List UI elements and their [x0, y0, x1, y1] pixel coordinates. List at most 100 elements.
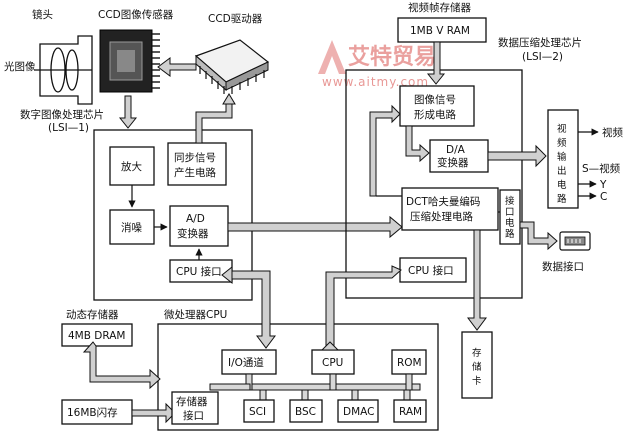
vo-char-2: 频: [557, 137, 567, 149]
dct-compression-block: [401, 187, 499, 231]
dynamic-memory-label: 动态存储器: [66, 308, 119, 321]
flash-block: [61, 399, 133, 425]
dct-label-line1: DCT哈夫曼编码: [406, 195, 480, 208]
dmac-block: [337, 399, 379, 423]
sc-char-3: 卡: [472, 375, 482, 387]
vo-char-3: 输: [557, 151, 567, 163]
image-signal-block: [399, 85, 475, 127]
da-to-video-arrow: [487, 144, 547, 168]
iface-char-2: 口: [505, 207, 515, 218]
ad-label-line1: A/D: [186, 213, 205, 225]
storage-card-block: [461, 331, 493, 399]
dct-to-imgsig-arrow: [369, 104, 401, 197]
driver-to-sensor-arrow: [157, 57, 197, 77]
lens-label: 镜头: [32, 8, 53, 21]
iface-char-3: 电: [505, 217, 515, 229]
sensor-to-amp-arrow: [118, 95, 138, 129]
flash-memif-arrow: [131, 402, 176, 424]
ram-block: [393, 399, 427, 423]
storage-card-label: 存 储 卡: [472, 347, 485, 387]
dsp-chip-label-line2: (LSI—1): [48, 122, 89, 134]
rom-block: [391, 349, 427, 375]
denoise-label: 消噪: [121, 221, 142, 234]
watermark: 艾特贸易 www.aitmy.com: [318, 40, 436, 89]
y-out-label: Y: [599, 179, 607, 191]
dct-to-storage-arrow: [467, 229, 487, 331]
sync-gen-block: [167, 142, 227, 186]
vram-label: 1MB V RAM: [410, 25, 470, 37]
sync-label-line2: 产生电路: [174, 166, 216, 179]
imgsig-label-line1: 图像信号: [414, 94, 456, 106]
interface-circuit-block: [499, 189, 521, 245]
s-video-label: S—视频: [582, 162, 621, 175]
amp-label: 放大: [121, 160, 142, 173]
memory-interface-block: [171, 391, 219, 425]
da-label-line1: D/A: [446, 144, 466, 156]
vram-to-imgsig-arrow: [426, 41, 446, 85]
cpu-cpuif-right-arrow: [325, 265, 402, 351]
vo-char-6: 路: [557, 193, 567, 205]
ad-converter-block: [169, 205, 229, 247]
compress-chip-label-line2: (LSI—2): [522, 51, 563, 63]
iface-char-1: 接: [505, 195, 515, 207]
usb-port-icon: [559, 231, 591, 251]
lsi1-region: [93, 129, 253, 301]
watermark-logo: [318, 40, 346, 74]
video-output-label: 视 频 输 出 电 路: [557, 123, 570, 205]
ram-label: RAM: [399, 406, 422, 418]
dsp-chip-label-line1: 数字图像处理芯片: [20, 108, 104, 121]
sync-to-driver-arrow: [195, 103, 233, 144]
memif-label-line2: 接口: [183, 409, 204, 422]
cpu-core-label: CPU: [322, 357, 343, 369]
lens-icon: [34, 35, 93, 105]
denoise-block: [109, 209, 155, 245]
dmac-label: DMAC: [343, 406, 374, 418]
bsc-block: [289, 399, 323, 423]
dct-label-line2: 压缩处理电路: [410, 210, 473, 223]
cpu-interface-right-block: [399, 257, 467, 283]
dram-block: [61, 323, 133, 347]
sc-char-1: 存: [472, 347, 482, 359]
optical-image-label: 光图像: [4, 60, 36, 73]
sci-label: SCI: [249, 406, 266, 418]
io-label: I/O通道: [228, 356, 264, 369]
ad-label-line2: 变换器: [177, 227, 209, 240]
ccd-sensor-label: CCD图像传感器: [98, 8, 174, 21]
watermark-brand: 艾特贸易: [348, 44, 436, 70]
bsc-label: BSC: [295, 406, 316, 418]
video-out-label: 视频: [602, 126, 623, 139]
ccd-driver-label: CCD驱动器: [208, 13, 263, 25]
c-out-label: C: [600, 191, 607, 203]
iface-label: 接 口 电 路: [505, 195, 518, 240]
da-converter-block: [429, 139, 489, 173]
vo-char-5: 电: [557, 179, 567, 191]
cpu-if-right-label: CPU 接口: [408, 264, 454, 277]
dram-cpu-arrow: [82, 341, 161, 390]
sci-block: [243, 399, 275, 423]
vo-char-1: 视: [557, 123, 567, 135]
imgsig-label-line2: 形成电路: [414, 108, 456, 121]
rom-label: ROM: [397, 357, 422, 369]
video-frame-memory-label: 视频帧存储器: [408, 1, 471, 14]
da-label-line2: 变换器: [437, 156, 469, 169]
ccd-sensor-icon: [99, 29, 160, 93]
vo-char-4: 出: [557, 165, 567, 177]
iface-char-4: 路: [505, 228, 515, 240]
amp-block: [109, 146, 155, 186]
cpu-if-left-label: CPU 接口: [176, 265, 222, 278]
ad-to-dct-arrow: [227, 215, 403, 239]
imgsig-to-da-arrow: [405, 125, 430, 163]
iface-to-dataport-arrow: [519, 221, 558, 251]
sc-char-2: 储: [472, 361, 482, 373]
compress-chip-label-line1: 数据压缩处理芯片: [498, 36, 582, 49]
io-channel-block: [221, 349, 277, 375]
sync-label-line1: 同步信号: [174, 152, 216, 164]
flash-label: 16MB闪存: [67, 406, 118, 419]
cpu-core-block: [311, 349, 355, 375]
video-output-block: [547, 109, 579, 209]
memif-label-line1: 存储器: [176, 395, 208, 408]
vram-block: [397, 17, 487, 43]
data-port-label: 数据接口: [542, 260, 584, 273]
ccd-driver-icon: [194, 39, 270, 94]
